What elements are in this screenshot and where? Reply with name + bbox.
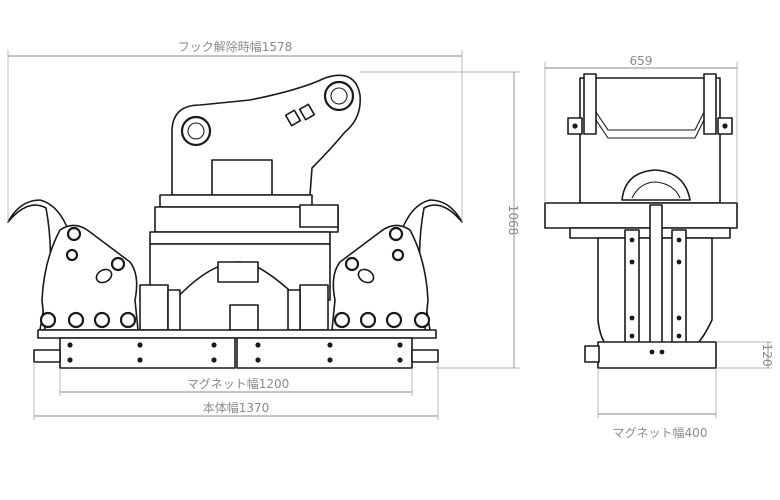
right-roller-4 <box>413 311 431 329</box>
left-plate-bolt-1 <box>66 226 82 242</box>
dim-label-magnet-height: 120 <box>760 344 774 367</box>
right-roller-2 <box>359 311 377 329</box>
side-coupler-post-left <box>583 73 597 135</box>
magnet-bolts <box>67 342 403 363</box>
right-roller-3 <box>385 311 403 329</box>
side-coupler-saddle <box>595 119 705 139</box>
magnet-block-left <box>59 337 236 369</box>
rotator-motor <box>299 204 339 228</box>
left-plate-bolt-3 <box>110 256 126 272</box>
magnet-top-rail <box>37 329 437 339</box>
dim-label-side-width: 659 <box>630 54 653 68</box>
left-roller-1 <box>39 311 57 329</box>
dim-label-body-width: 本体幅1370 <box>203 400 270 415</box>
magnet-block-right <box>236 337 413 369</box>
dim-label-hook-open-width: フック解除時幅1578 <box>178 39 293 54</box>
cylinder-bracket-left <box>139 284 169 331</box>
right-plate-bolt-1 <box>388 226 404 242</box>
coupler-pin-hole-right <box>323 80 355 112</box>
cylinder-bracket-right-inner <box>287 289 301 331</box>
right-gear-plate <box>331 224 429 331</box>
coupler-lock-right <box>298 103 316 121</box>
cylinder-bracket-left-inner <box>167 289 181 331</box>
side-view: 659 120 マグネット幅400 <box>544 54 774 440</box>
right-plate-bolt-2 <box>391 248 405 262</box>
dim-label-side-magnet-width: マグネット幅400 <box>613 425 708 440</box>
dim-label-magnet-width: マグネット幅1200 <box>187 376 290 391</box>
left-roller-4 <box>119 311 137 329</box>
rotator-bottom-plate <box>149 231 331 245</box>
left-gear-plate <box>41 224 139 331</box>
left-plate-slot <box>95 268 113 284</box>
right-plate-bolt-3 <box>344 256 360 272</box>
side-link-left <box>624 229 640 346</box>
coupler-lock-left <box>284 109 302 127</box>
side-rotator-plate <box>544 202 738 229</box>
side-magnet-block <box>597 341 717 369</box>
rotator-top-plate <box>159 194 313 208</box>
left-roller-3 <box>93 311 111 329</box>
coupler-pin-hole-left <box>180 115 212 147</box>
right-roller-1 <box>333 311 351 329</box>
side-magnet-lip <box>584 345 600 363</box>
center-block-lower <box>229 304 259 331</box>
coupler-center-block <box>211 159 273 196</box>
center-plate <box>217 261 259 283</box>
magnet-lip-right <box>411 349 439 363</box>
left-roller-2 <box>67 311 85 329</box>
left-plate-bolt-2 <box>65 248 79 262</box>
front-view: フック解除時幅1578 1068 マグネット幅1200 本体幅1370 <box>7 39 520 420</box>
side-coupler-post-right <box>703 73 717 135</box>
side-link-bolts <box>629 237 682 339</box>
right-plate-slot <box>357 268 375 284</box>
magnet-lip-left <box>33 349 61 363</box>
cylinder-bracket-right <box>299 284 329 331</box>
side-center-shaft <box>649 204 663 346</box>
side-rotator-dome <box>621 169 691 201</box>
side-link-right <box>671 229 687 346</box>
dim-label-height: 1068 <box>506 205 520 236</box>
